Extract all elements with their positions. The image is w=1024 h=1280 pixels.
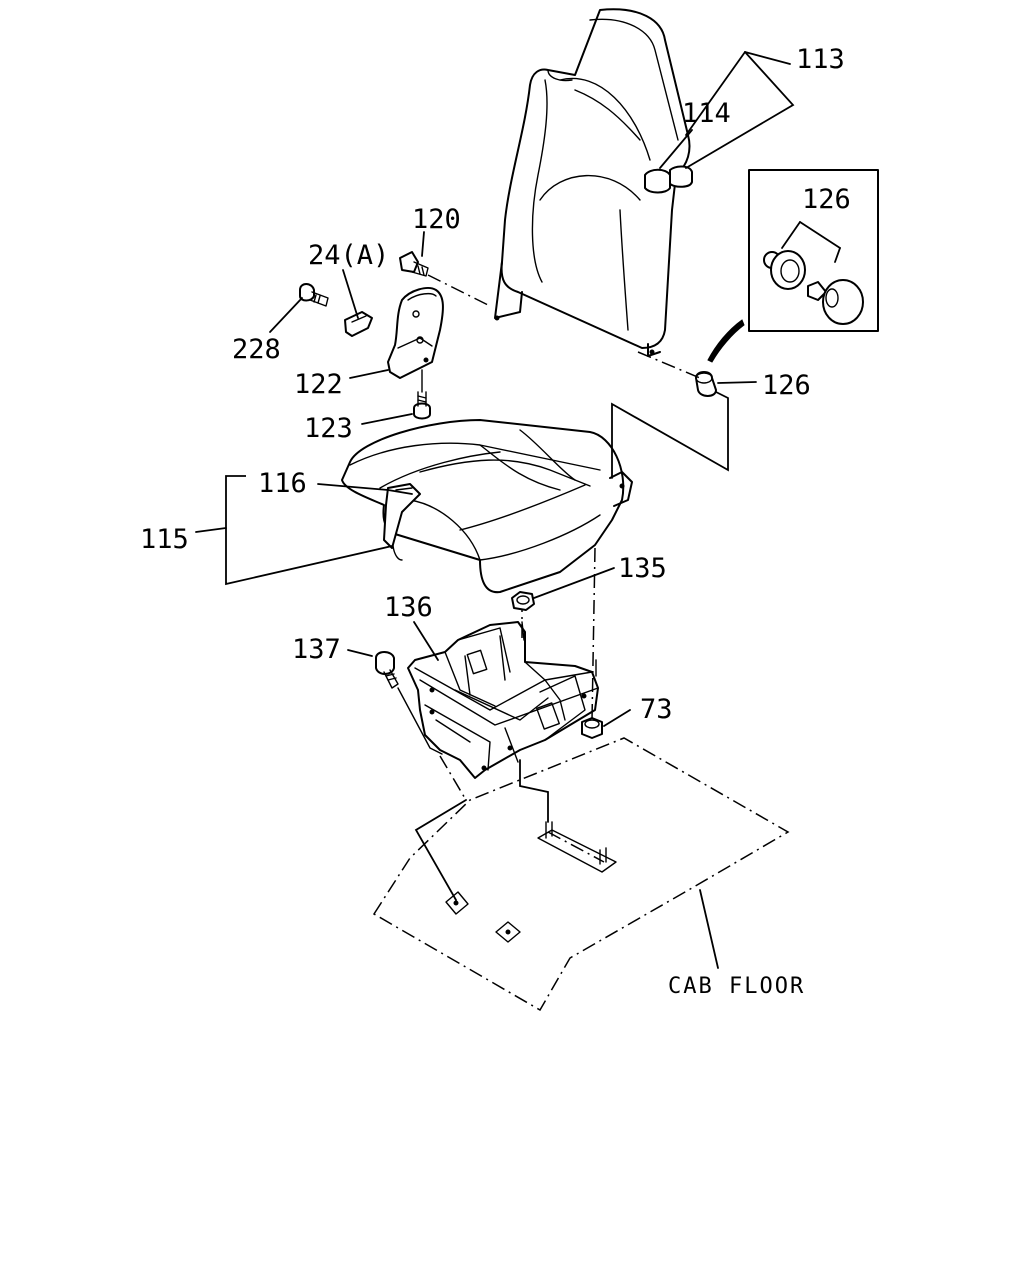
label-24a: 24(A) [308,240,389,271]
seat-back [494,8,693,357]
label-115: 115 [140,524,189,555]
label-228: 228 [232,334,281,365]
leader-lines [195,51,795,969]
nut-135 [511,591,535,611]
screw-123 [413,391,431,420]
leader-137 [397,687,443,755]
part-labels: 113 114 126 120 24(A) 228 122 126 123 11… [140,44,851,999]
label-120: 120 [412,204,461,235]
label-123: 123 [304,413,353,444]
bracket-126 [611,391,729,479]
seat-cushion [341,419,633,594]
label-cab-floor: CAB FLOOR [668,974,805,999]
inset-box [748,169,879,332]
screw-228 [299,283,329,307]
hinge-cover-122 [387,287,444,379]
bolt-120 [399,251,429,277]
clip-24a [344,311,373,337]
grommet-126 [695,371,717,397]
label-126: 126 [762,370,811,401]
label-116: 116 [258,468,307,499]
label-137: 137 [292,634,341,665]
cab-floor [372,737,790,1012]
bolt-137 [375,651,399,689]
label-136: 136 [384,592,433,623]
inset-leader [707,319,745,363]
label-126-inset: 126 [802,184,851,215]
label-135: 135 [618,553,667,584]
label-114: 114 [682,98,731,129]
nut-73 [581,717,603,739]
seat-frame-136 [407,621,599,779]
label-113: 113 [796,44,845,75]
label-122: 122 [294,369,343,400]
label-73: 73 [640,694,673,725]
